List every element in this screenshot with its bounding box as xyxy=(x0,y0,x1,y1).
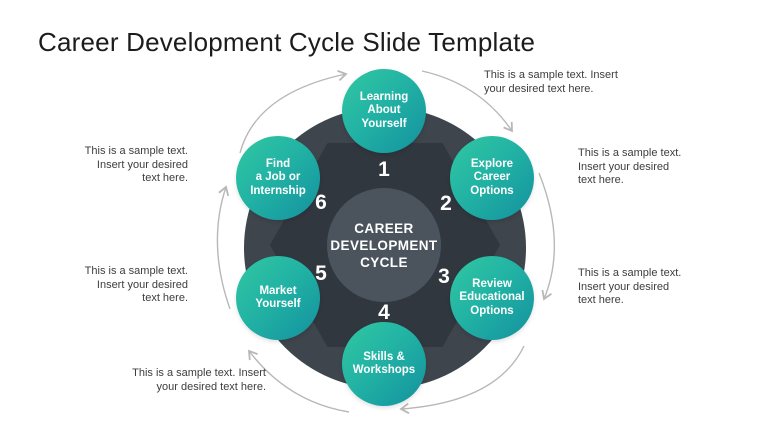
step-label: Find a Job or Internship xyxy=(250,157,306,197)
step-number-5: 5 xyxy=(315,262,327,285)
cycle-center-label: CAREER DEVELOPMENT CYCLE xyxy=(330,220,438,270)
cycle-arrow-2-to-3 xyxy=(538,172,556,301)
annotation-bottom-left: This is a sample text. Insert your desir… xyxy=(132,367,266,393)
step-number-2: 2 xyxy=(440,192,452,215)
step-circle-market-yourself: Market Yourself xyxy=(236,256,320,340)
step-circle-learning-about-yourself: Learning About Yourself xyxy=(342,69,426,153)
step-circle-review-educational-options: Review Educational Options xyxy=(450,256,534,340)
step-circle-skills-workshops: Skills & Workshops xyxy=(342,322,426,406)
annotation-left-bottom: This is a sample text. Insert your desir… xyxy=(84,265,188,304)
annotation-top-right: This is a sample text. Insert your desir… xyxy=(484,69,618,95)
annotation-right-top: This is a sample text. Insert your desir… xyxy=(578,147,682,186)
slide-title: Career Development Cycle Slide Template xyxy=(38,27,536,57)
cycle-center-circle: CAREER DEVELOPMENT CYCLE xyxy=(327,188,441,302)
step-number-3: 3 xyxy=(438,265,450,288)
annotation-right-bottom: This is a sample text. Insert your desir… xyxy=(578,267,682,306)
step-number-6: 6 xyxy=(315,191,327,214)
step-circle-find-a-job-or-internship: Find a Job or Internship xyxy=(236,136,320,220)
step-number-1: 1 xyxy=(378,158,390,181)
cycle-arrow-5-to-6 xyxy=(216,185,231,310)
step-label: Explore Career Options xyxy=(470,157,514,197)
step-label: Skills & Workshops xyxy=(352,350,416,377)
step-label: Learning About Yourself xyxy=(359,90,409,130)
annotation-left-top: This is a sample text. Insert your desir… xyxy=(84,145,188,184)
step-label: Market Yourself xyxy=(255,284,301,311)
step-number-4: 4 xyxy=(378,301,390,324)
step-circle-explore-career-options: Explore Career Options xyxy=(450,136,534,220)
step-label: Review Educational Options xyxy=(459,277,525,317)
